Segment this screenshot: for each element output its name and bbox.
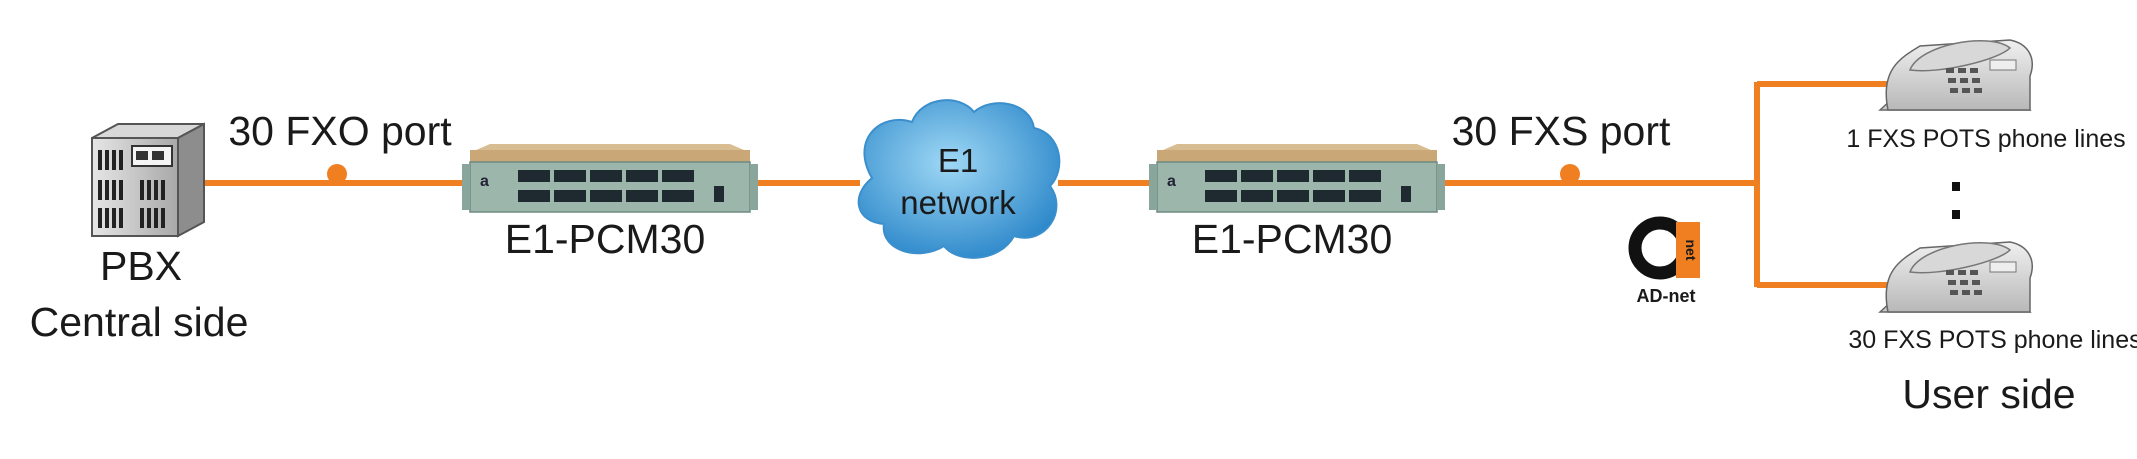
fxo-port-label: 30 FXO port — [228, 108, 452, 154]
device-right-label: E1-PCM30 — [1192, 216, 1393, 262]
links — [200, 81, 1905, 288]
pbx-icon — [91, 122, 205, 238]
ellipsis-icon — [1952, 182, 1960, 219]
port-dot-fxs — [1560, 164, 1580, 184]
pbx-label: PBX — [100, 243, 182, 289]
port-dot-fxo — [327, 164, 347, 184]
e1-network-cloud — [857, 99, 1061, 259]
svg-text:a: a — [480, 173, 489, 190]
e1-pcm30-device-right: a — [1149, 144, 1445, 213]
svg-text:a: a — [1167, 173, 1176, 190]
telephone-icon-top — [1878, 39, 2033, 111]
network-label-line1: E1 — [938, 142, 978, 179]
telephone-icon-bottom — [1878, 241, 2033, 313]
central-side-label: Central side — [30, 299, 249, 345]
phone-bottom-label: 30 FXS POTS phone lines — [1848, 326, 2137, 354]
network-label-line2: network — [900, 184, 1016, 221]
user-side-label: User side — [1902, 371, 2075, 417]
device-left-label: E1-PCM30 — [505, 216, 706, 262]
ad-net-logo: net AD-net — [1628, 216, 1700, 306]
fxs-port-label: 30 FXS port — [1452, 108, 1671, 154]
phone-top-label: 1 FXS POTS phone lines — [1846, 125, 2125, 153]
logo-mark-text: net — [1683, 240, 1699, 261]
logo-text: AD-net — [1637, 286, 1696, 306]
e1-pcm30-device-left: a — [462, 144, 758, 213]
